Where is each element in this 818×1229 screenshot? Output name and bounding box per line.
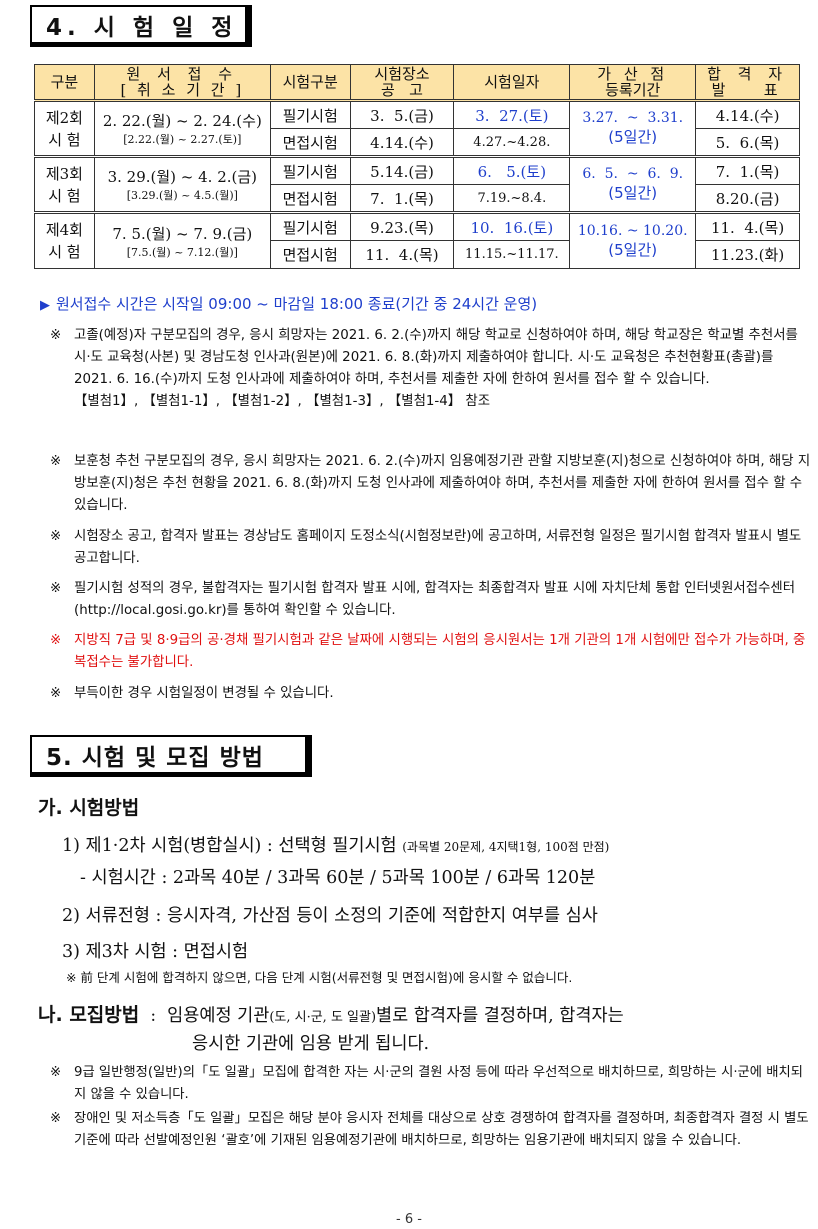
table-row: 면접시험 7. 1.(목) 7.19.~8.4. 8.20.(금) [35,184,800,213]
bonus-cell: 6. 5. ~ 6. 9.(5일간) [569,156,697,213]
recruit-note-province: ※ 9급 일반행정(일반)의「도 일괄」모집에 합격한 자는 시·군의 결원 사… [50,1062,812,1106]
page-number: - 6 - [396,1212,422,1227]
date-cell: 4.27.~4.28. [453,128,571,157]
method-line-written: 1) 제1·2차 시험(병합실시) : 선택형 필기시험 (과목별 20문제, … [62,832,609,857]
note-text: 지방직 7급 및 8·9급의 공·경채 필기시험과 같은 날짜에 시행되는 시험… [74,633,806,670]
type-cell: 면접시험 [269,128,351,157]
apply-cell: 7. 5.(월) ~ 7. 9.(금)[7.5.(월) ~ 7.12.(월)] [93,212,271,269]
recruit-colon: : [150,1006,157,1026]
note-duplicate-warning: ※ 지방직 7급 및 8·9급의 공·경채 필기시험과 같은 날짜에 시행되는 … [50,630,812,674]
recruit-method-line2: 응시한 기관에 임용 받게 됩니다. [192,1034,430,1054]
note-text: 9급 일반행정(일반)의「도 일괄」모집에 합격한 자는 시·군의 결원 사정 … [74,1065,803,1102]
header-date: 시험일자 [453,64,571,101]
reference-mark-icon: ※ [50,686,62,701]
section-5-title-text: 5. 시험 및 모집 방법 [46,744,264,771]
note-announcement: ※ 시험장소 공고, 합격자 발표는 경상남도 홈페이지 도정소식(시험정보란)… [50,526,812,570]
venue-cell: 5.14.(금) [349,156,455,185]
venue-cell: 4.14.(수) [349,128,455,157]
recruit-note-disabled: ※ 장애인 및 저소득층「도 일괄」모집은 해당 분야 응시자 전체를 대상으로… [50,1108,812,1152]
application-time-note: ▶ 원서접수 시간은 시작일 09:00 ~ 마감일 18:00 종료(기간 중 … [40,293,537,314]
bonus-cell: 10.16. ~ 10.20.(5일간) [569,212,697,269]
method-line-text: 1) 제1·2차 시험(병합실시) : 선택형 필기시험 [62,836,397,856]
section-4-title: 4. 시 험 일 정 [30,5,252,47]
reference-mark-icon: ※ [50,454,62,469]
apply-cell: 2. 22.(월) ~ 2. 24.(수)[2.22.(월) ~ 2.27.(토… [93,100,271,157]
pass-cell: 11.23.(화) [695,240,800,269]
note-attachment-refs: 【별첨1】, 【별첨1-1】, 【별첨1-2】, 【별첨1-3】, 【별첨1-4… [74,394,491,409]
reference-mark-icon: ※ [50,581,62,596]
note-text: 시험장소 공고, 합격자 발표는 경상남도 홈페이지 도정소식(시험정보란)에 … [74,529,802,566]
pass-cell: 7. 1.(목) [695,156,800,185]
table-row: 면접시험 4.14.(수) 4.27.~4.28. 5. 6.(목) [35,128,800,157]
recruit-text-a: 임용예정 기관 [167,1006,270,1026]
header-round: 구분 [34,64,95,101]
section-4-title-text: 4. 시 험 일 정 [46,14,238,41]
triangle-right-icon: ▶ [40,298,50,313]
reference-mark-icon: ※ [50,328,62,343]
application-time-text: 원서접수 시간은 시작일 09:00 ~ 마감일 18:00 종료(기간 중 2… [56,295,538,313]
recruit-text-b: 별로 합격자를 결정하며, 합격자는 [376,1006,624,1026]
note-score-check: ※ 필기시험 성적의 경우, 불합격자는 필기시험 합격자 발표 시에, 합격자… [50,578,812,622]
bonus-cell: 3.27. ~ 3.31.(5일간) [569,100,697,157]
method-line-time: - 시험시간 : 2과목 40분 / 3과목 60분 / 5과목 100분 / … [80,868,596,888]
date-cell: 10. 16.(토) [453,212,571,241]
method-prerequisite-note: ※ 前 단계 시험에 합격하지 않으면, 다음 단계 시험(서류전형 및 면접시… [66,970,573,985]
reference-mark-icon: ※ [50,529,62,544]
method-line-detail: (과목별 20문제, 4지택1형, 100점 만점) [402,840,610,854]
method-line-document: 2) 서류전형 : 응시자격, 가산점 등이 소정의 기준에 적합한지 여부를 … [62,906,598,926]
date-cell: 3. 27.(토) [453,100,571,129]
apply-cell: 3. 29.(월) ~ 4. 2.(금)[3.29.(월) ~ 4.5.(월)] [93,156,271,213]
date-cell: 6. 5.(토) [453,156,571,185]
reference-mark-icon: ※ [50,633,62,648]
venue-cell: 3. 5.(금) [349,100,455,129]
note-text: 부득이한 경우 시험일정이 변경될 수 있습니다. [74,686,334,701]
method-line-interview: 3) 제3차 시험 : 면접시험 [62,942,249,962]
date-cell: 7.19.~8.4. [453,184,571,213]
header-apply: 원 서 접 수[ 취 소 기 간 ] [93,64,271,101]
date-cell: 11.15.~11.17. [453,240,571,269]
header-type: 시험구분 [269,64,351,101]
type-cell: 필기시험 [269,156,351,185]
venue-cell: 9.23.(목) [349,212,455,241]
venue-cell: 7. 1.(목) [349,184,455,213]
note-text: 보훈청 추천 구분모집의 경우, 응시 희망자는 2021. 6. 2.(수)까… [74,454,811,513]
recruit-method-heading: 나. 모집방법 [38,1004,140,1026]
note-highschool: ※ 고졸(예정)자 구분모집의 경우, 응시 희망자는 2021. 6. 2.(… [50,325,812,413]
type-cell: 필기시험 [269,100,351,129]
type-cell: 면접시험 [269,184,351,213]
note-text: 필기시험 성적의 경우, 불합격자는 필기시험 합격자 발표 시에, 합격자는 … [74,581,796,618]
type-cell: 면접시험 [269,240,351,269]
reference-mark-icon: ※ [50,1065,62,1080]
exam-method-heading: 가. 시험방법 [38,797,140,819]
pass-cell: 8.20.(금) [695,184,800,213]
note-text: 장애인 및 저소득층「도 일괄」모집은 해당 분야 응시자 전체를 대상으로 상… [74,1111,809,1148]
venue-cell: 11. 4.(목) [349,240,455,269]
pass-cell: 4.14.(수) [695,100,800,129]
section-5-title: 5. 시험 및 모집 방법 [30,735,312,777]
reference-mark-icon: ※ [50,1111,62,1126]
recruit-method-line: 나. 모집방법 : 임용예정 기관(도, 시·군, 도 일괄)별로 합격자를 결… [38,1000,624,1027]
pass-cell: 11. 4.(목) [695,212,800,241]
note-schedule-change: ※ 부득이한 경우 시험일정이 변경될 수 있습니다. [50,683,812,705]
type-cell: 필기시험 [269,212,351,241]
pass-cell: 5. 6.(목) [695,128,800,157]
recruit-text-small: (도, 시·군, 도 일괄) [269,1010,377,1025]
note-text: 고졸(예정)자 구분모집의 경우, 응시 희망자는 2021. 6. 2.(수)… [74,328,798,387]
table-row: 면접시험 11. 4.(목) 11.15.~11.17. 11.23.(화) [35,240,800,269]
note-veterans: ※ 보훈청 추천 구분모집의 경우, 응시 희망자는 2021. 6. 2.(수… [50,451,812,517]
